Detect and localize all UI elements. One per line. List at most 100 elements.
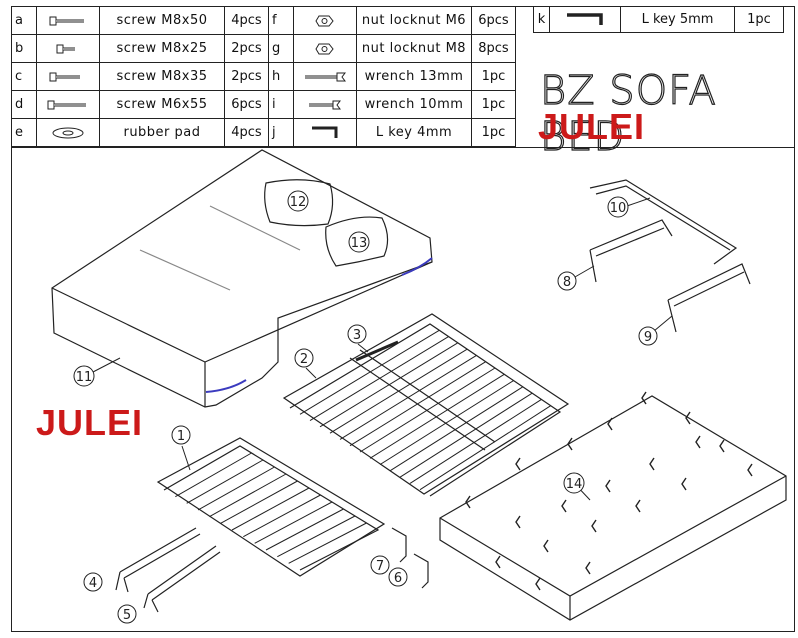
mattress-14 xyxy=(439,395,787,621)
mattress-tuft xyxy=(561,499,567,513)
mattress-tuft xyxy=(605,479,611,493)
locknut-icon xyxy=(293,34,357,63)
leg-6 xyxy=(413,553,429,589)
callout-14: 14 xyxy=(563,472,585,494)
part-key: h xyxy=(268,62,294,91)
svg-text:2: 2 xyxy=(300,352,308,367)
rail-9 xyxy=(667,263,751,333)
slat xyxy=(419,405,551,491)
slat xyxy=(175,452,252,498)
slat xyxy=(277,515,356,558)
callout-4: 4 xyxy=(83,572,103,592)
part-qty: 6pcs xyxy=(224,90,269,119)
svg-text:3: 3 xyxy=(353,328,361,343)
part-name: screw M8x50 xyxy=(99,6,225,35)
product-title: BZ SOFA BED xyxy=(539,67,717,160)
mattress-tuft xyxy=(515,515,521,529)
part-name: L key 4mm xyxy=(356,118,472,147)
slat xyxy=(243,494,321,538)
mattress-tuft xyxy=(649,457,655,471)
slat xyxy=(254,501,333,544)
long-screw-icon xyxy=(36,90,100,119)
brand-logo-top: JULEI xyxy=(538,106,646,147)
mattress-tuft xyxy=(747,463,753,477)
leg-5 xyxy=(143,545,221,613)
table-row: d screw M6x55 6pcs i wrench 10mm 1pc xyxy=(11,90,516,119)
header-divider xyxy=(11,147,795,148)
rubber-pad-icon xyxy=(36,118,100,147)
callout-6: 6 xyxy=(388,567,408,587)
rail-8 xyxy=(589,219,673,283)
slat xyxy=(231,487,310,531)
slat xyxy=(409,399,542,484)
mattress-tuft xyxy=(719,439,725,453)
slat xyxy=(186,459,264,504)
callout-12: 12 xyxy=(287,190,309,212)
part-name: screw M6x55 xyxy=(99,90,225,119)
callout-7: 7 xyxy=(370,555,390,575)
mattress-tuft xyxy=(567,437,573,451)
table-row: e rubber pad 4pcs j L key 4mm 1pc xyxy=(11,118,516,147)
slat xyxy=(369,373,505,459)
callout-3: 3 xyxy=(347,324,367,344)
callout-1: 1 xyxy=(171,425,191,445)
svg-text:4: 4 xyxy=(89,576,97,591)
mattress-tuft xyxy=(465,495,471,509)
callout-8: 8 xyxy=(557,271,577,291)
mattress-tuft xyxy=(515,457,521,471)
svg-text:12: 12 xyxy=(290,195,307,210)
svg-text:1: 1 xyxy=(177,429,185,444)
mattress-tuft xyxy=(685,411,691,425)
slat xyxy=(220,480,298,524)
table-row: b screw M8x25 2pcs g nut locknut M8 8pcs xyxy=(11,34,516,63)
pillow-12 xyxy=(264,179,334,227)
svg-text:8: 8 xyxy=(563,275,571,290)
parts-table: a screw M8x50 4pcs f nut locknut M6 6pcs… xyxy=(11,6,516,147)
screw-icon xyxy=(36,6,100,35)
part-key: e xyxy=(11,118,37,147)
leg-7 xyxy=(391,527,407,563)
slat xyxy=(265,508,344,551)
slat xyxy=(288,522,367,564)
short-screw-icon xyxy=(36,34,100,63)
callout-9: 9 xyxy=(638,326,658,346)
part-qty: 1pc xyxy=(471,118,516,147)
mattress-tuft xyxy=(495,555,501,569)
mattress-tuft xyxy=(585,561,591,575)
part-name: screw M8x35 xyxy=(99,62,225,91)
mattress-tuft xyxy=(695,435,701,449)
part-qty: 1pc xyxy=(471,62,516,91)
slat xyxy=(379,380,514,465)
table-row: c screw M8x35 2pcs h wrench 13mm 1pc xyxy=(11,62,516,91)
svg-text:10: 10 xyxy=(610,201,627,216)
svg-text:11: 11 xyxy=(76,370,93,385)
pillow-13 xyxy=(325,216,389,267)
part-key: i xyxy=(268,90,294,119)
frame-2 xyxy=(282,313,570,497)
callout-5: 5 xyxy=(117,604,137,624)
slat xyxy=(299,329,440,415)
callout-10: 10 xyxy=(607,196,629,218)
part-qty: 6pcs xyxy=(471,6,516,35)
part-qty: 1pc xyxy=(471,90,516,119)
brand-logo-left: JULEI xyxy=(36,402,144,443)
callout-13: 13 xyxy=(348,231,370,253)
svg-text:9: 9 xyxy=(644,330,652,345)
part-qty: 1pc xyxy=(734,6,784,33)
leg-4 xyxy=(115,527,201,593)
svg-text:14: 14 xyxy=(566,477,583,492)
frame-1 xyxy=(156,437,386,577)
part-qty: 8pcs xyxy=(471,34,516,63)
part-name: screw M8x25 xyxy=(99,34,225,63)
slat xyxy=(359,367,496,453)
bar-3 xyxy=(355,340,399,362)
mattress-tuft xyxy=(535,577,541,591)
slat xyxy=(399,392,533,478)
mattress-tuft xyxy=(543,539,549,553)
slat xyxy=(209,473,287,518)
svg-text:6: 6 xyxy=(394,571,402,586)
slat xyxy=(389,386,524,472)
svg-text:13: 13 xyxy=(351,236,368,251)
mattress-tuft xyxy=(681,477,687,491)
